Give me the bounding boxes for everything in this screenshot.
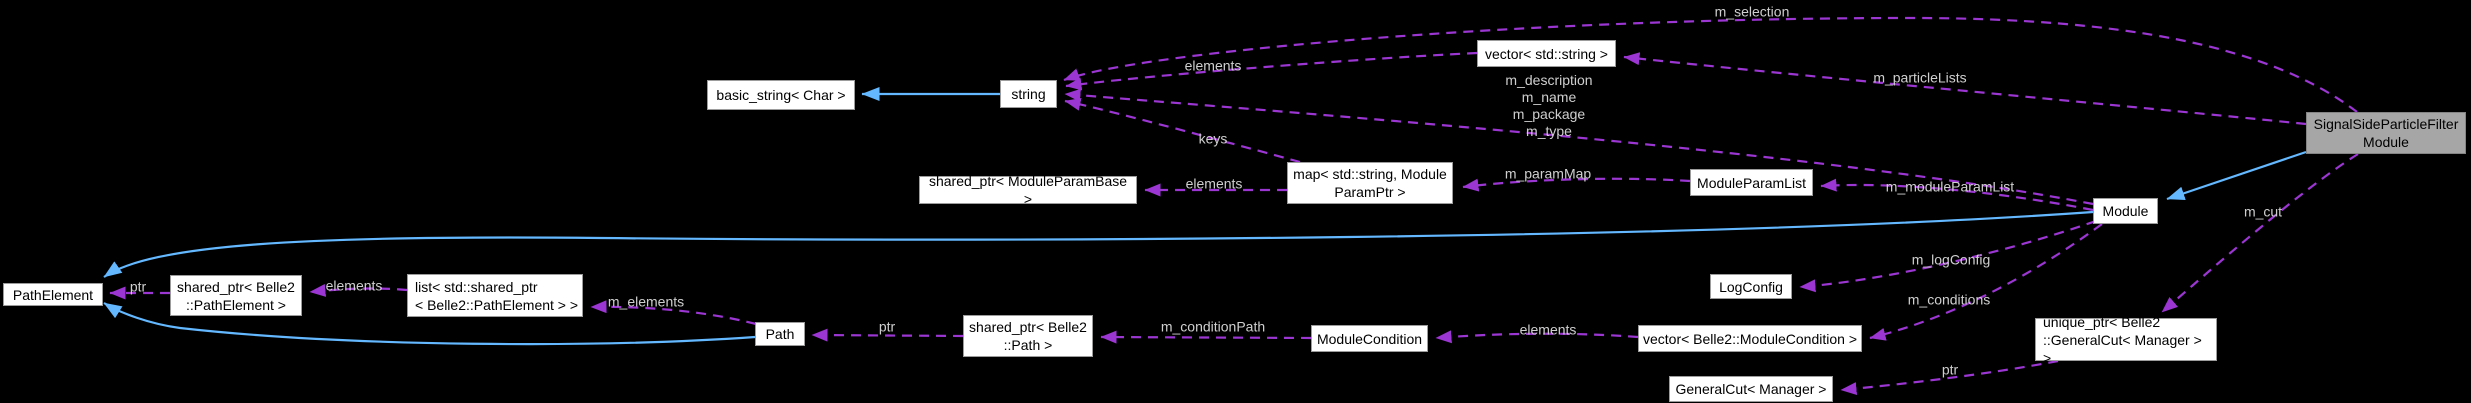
node-module-param-list[interactable]: ModuleParamList	[1690, 169, 1813, 196]
node-path-element[interactable]: PathElement	[3, 283, 103, 306]
node-list-shared-ptr-path-element[interactable]: list< std::shared_ptr < Belle2::PathElem…	[407, 274, 583, 317]
node-vector-module-condition[interactable]: vector< Belle2::ModuleCondition >	[1638, 325, 1862, 352]
node-path[interactable]: Path	[755, 322, 805, 346]
edge-m-parammap	[1462, 177, 1691, 192]
edge-m-particlelists	[1623, 52, 2307, 126]
node-module-condition[interactable]: ModuleCondition	[1311, 325, 1428, 352]
edge-m-cut	[2161, 153, 2359, 313]
node-unique-ptr-general-cut[interactable]: unique_ptr< Belle2 ::GeneralCut< Manager…	[2035, 314, 2217, 366]
edge-elements-pathelement	[309, 283, 408, 297]
edge-m-selection	[1063, 16, 2358, 113]
edge-module-string-members	[1064, 88, 2094, 206]
node-shared-ptr-module-param-base[interactable]: shared_ptr< ModuleParamBase >	[919, 173, 1137, 207]
edge-m-conditions	[1869, 223, 2103, 341]
node-string[interactable]: string	[1000, 80, 1057, 108]
node-basic-string[interactable]: basic_string< Char >	[707, 80, 855, 110]
node-general-cut-manager[interactable]: GeneralCut< Manager >	[1669, 376, 1833, 402]
node-vector-std-string[interactable]: vector< std::string >	[1477, 40, 1616, 67]
edge-keys	[1064, 97, 1301, 164]
edge-m-elements	[590, 300, 757, 326]
node-log-config[interactable]: LogConfig	[1710, 274, 1792, 299]
node-map-module-param-ptr[interactable]: map< std::string, Module ParamPtr >	[1287, 162, 1453, 204]
edge-m-logconfig	[1799, 219, 2097, 293]
node-shared-ptr-path[interactable]: shared_ptr< Belle2 ::Path >	[963, 315, 1093, 357]
node-signal-side-particle-filter-module[interactable]: SignalSideParticleFilter Module	[2306, 112, 2466, 154]
edge-elements-vector-string	[1065, 51, 1478, 91]
edge-m-moduleparamlist	[1820, 178, 2094, 212]
edge-inherit-module-pathelement	[103, 210, 2094, 278]
edge-m-conditionpath	[1100, 330, 1312, 344]
edge-ptr-path	[811, 328, 964, 342]
edge-ptr-generalcut	[1840, 359, 2059, 396]
edge-inherit-signal-module	[2166, 150, 2307, 201]
edge-elements-modulecondition	[1435, 330, 1639, 344]
node-shared-ptr-path-element[interactable]: shared_ptr< Belle2 ::PathElement >	[170, 275, 302, 316]
edge-inherit-path-pathelement	[103, 302, 756, 346]
node-module[interactable]: Module	[2093, 198, 2158, 224]
